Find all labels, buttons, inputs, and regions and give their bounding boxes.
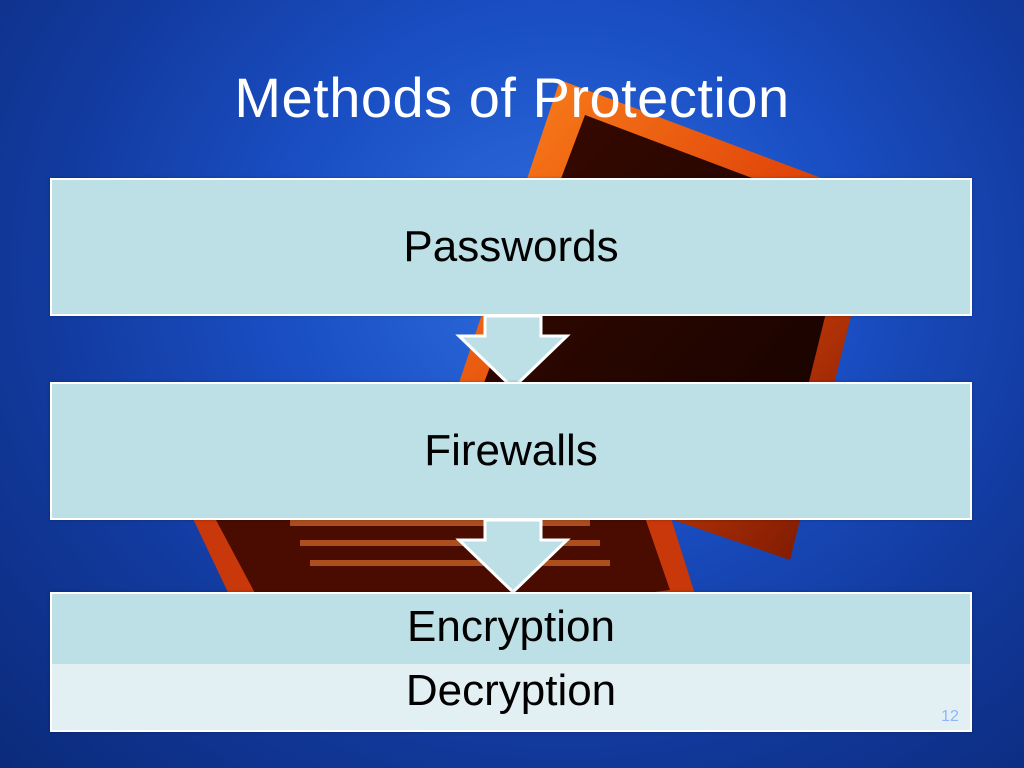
step-box-passwords: Passwords: [50, 178, 972, 316]
step-label-decryption: Decryption: [405, 666, 617, 715]
step-label-encryption: Encryption: [407, 602, 615, 651]
down-arrow-icon: [455, 314, 571, 390]
page-number: 12: [941, 708, 959, 725]
step-label-passwords: Passwords: [403, 222, 619, 271]
slide-title: Methods of Protection: [234, 66, 790, 129]
encryption-band: [52, 594, 970, 664]
step-label-firewalls: Firewalls: [424, 426, 598, 475]
step-box-encryption: Encryption Decryption: [50, 592, 972, 732]
step-box-firewalls: Firewalls: [50, 382, 972, 520]
down-arrow-icon: [455, 518, 571, 594]
